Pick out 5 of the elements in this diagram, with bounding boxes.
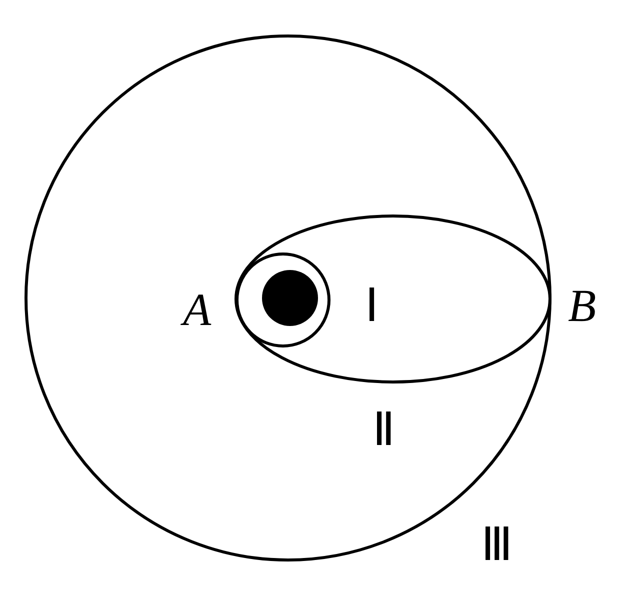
point-label: A bbox=[182, 287, 212, 333]
point-label: B bbox=[568, 283, 596, 329]
orbit-label: Ⅱ bbox=[372, 407, 396, 453]
orbit-label: Ⅲ bbox=[481, 522, 513, 568]
orbit-label: Ⅰ bbox=[365, 283, 379, 329]
